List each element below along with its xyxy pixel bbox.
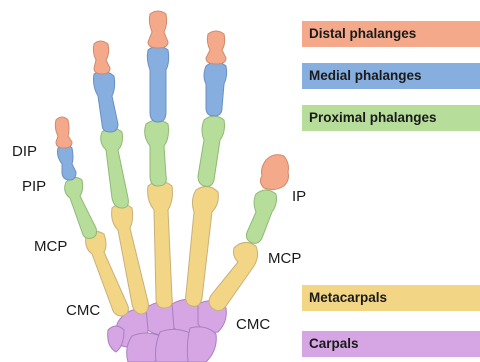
metacarpal-middle xyxy=(148,181,173,308)
metacarpal-index xyxy=(186,186,219,306)
legend-distal-phalanges: Distal phalanges xyxy=(302,21,480,47)
legend-label: Metacarpals xyxy=(309,290,387,305)
carpal-bone xyxy=(187,327,216,362)
distal-phalanges xyxy=(55,11,288,190)
legend-metacarpals: Metacarpals xyxy=(302,285,480,311)
medial-little xyxy=(58,145,77,180)
joint-label-mcp-right: MCP xyxy=(268,250,301,267)
legend-label: Distal phalanges xyxy=(309,26,416,41)
distal-middle xyxy=(148,11,168,48)
distal-ring xyxy=(93,41,110,74)
metacarpals xyxy=(86,181,258,316)
joint-label-cmc-left: CMC xyxy=(66,302,100,319)
medial-index xyxy=(204,62,227,116)
distal-index xyxy=(206,31,226,64)
medial-ring xyxy=(94,71,119,132)
distal-little xyxy=(55,117,72,148)
metacarpal-thumb xyxy=(209,242,258,310)
joint-label-mcp-left: MCP xyxy=(34,238,67,255)
legend-label: Proximal phalanges xyxy=(309,110,437,125)
proximal-index xyxy=(198,116,225,186)
proximal-little xyxy=(65,177,97,238)
joint-label-pip: PIP xyxy=(22,178,46,195)
distal-thumb xyxy=(260,155,288,190)
carpal-bone xyxy=(108,326,124,352)
joint-label-cmc-right: CMC xyxy=(236,316,270,333)
proximal-thumb xyxy=(246,190,276,243)
legend-label: Carpals xyxy=(309,336,359,351)
medial-middle xyxy=(147,46,168,122)
legend-label: Medial phalanges xyxy=(309,68,422,83)
legend-medial-phalanges: Medial phalanges xyxy=(302,63,480,89)
legend-carpals: Carpals xyxy=(302,331,480,357)
legend-proximal-phalanges: Proximal phalanges xyxy=(302,105,480,131)
joint-label-ip: IP xyxy=(292,188,306,205)
proximal-middle xyxy=(145,120,169,186)
proximal-ring xyxy=(101,128,129,208)
joint-label-dip: DIP xyxy=(12,143,37,160)
proximal-phalanges xyxy=(65,116,277,243)
